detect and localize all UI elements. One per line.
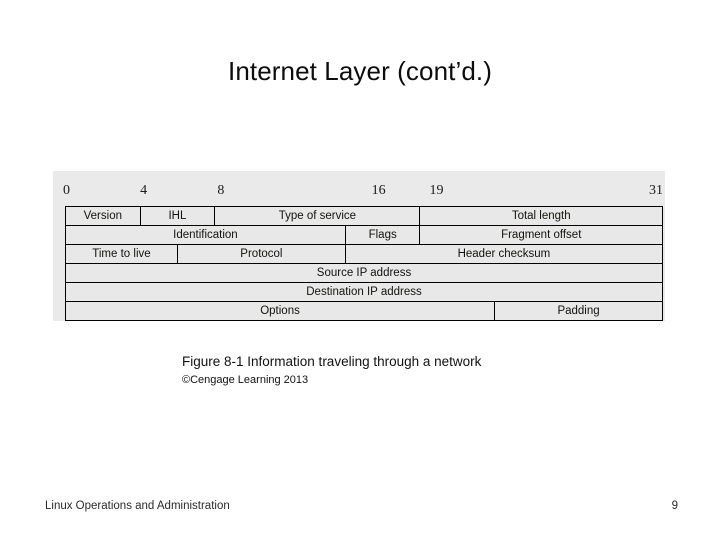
header-field-ihl: IHL (139, 206, 216, 226)
bit-tick-16: 16 (371, 183, 386, 198)
header-field-protocol: Protocol (176, 244, 346, 264)
header-field-padding: Padding (494, 301, 663, 321)
page-title: Internet Layer (cont’d.) (228, 56, 492, 86)
header-row: Source IP address (65, 263, 663, 283)
header-field-version: Version (65, 206, 141, 226)
header-field-identification: Identification (65, 225, 346, 245)
header-field-total-length: Total length (419, 206, 663, 226)
header-field-options: Options (64, 301, 496, 321)
figure-caption: Figure 8-1 Information traveling through… (182, 354, 482, 369)
bit-tick-0: 0 (63, 183, 70, 198)
figure-credit: ©Cengage Learning 2013 (182, 374, 309, 387)
bit-tick-19: 19 (429, 183, 444, 198)
bit-tick-8: 8 (217, 183, 225, 198)
slide-footer: Linux Operations and Administration 9 (0, 500, 720, 520)
header-field-time-to-live: Time to live (65, 244, 178, 264)
header-field-header-checksum: Header checksum (344, 244, 664, 264)
bit-tick-31: 31 (649, 183, 663, 198)
header-field-flags: Flags (344, 225, 421, 245)
bit-tick-4: 4 (140, 183, 148, 198)
header-row: Destination IP address (65, 282, 663, 302)
header-field-source-ip-address: Source IP address (65, 263, 663, 283)
header-field-type-of-service: Type of service (214, 206, 421, 226)
figure-caption-block: Figure 8-1 Information traveling through… (182, 353, 642, 389)
bit-offset-ruler: 0 4 8 16 19 31 (53, 183, 665, 201)
slide-page-number: 9 (671, 500, 678, 512)
footer-course-title: Linux Operations and Administration (45, 500, 230, 512)
header-field-destination-ip-address: Destination IP address (65, 282, 663, 302)
header-field-fragment-offset: Fragment offset (419, 225, 663, 245)
